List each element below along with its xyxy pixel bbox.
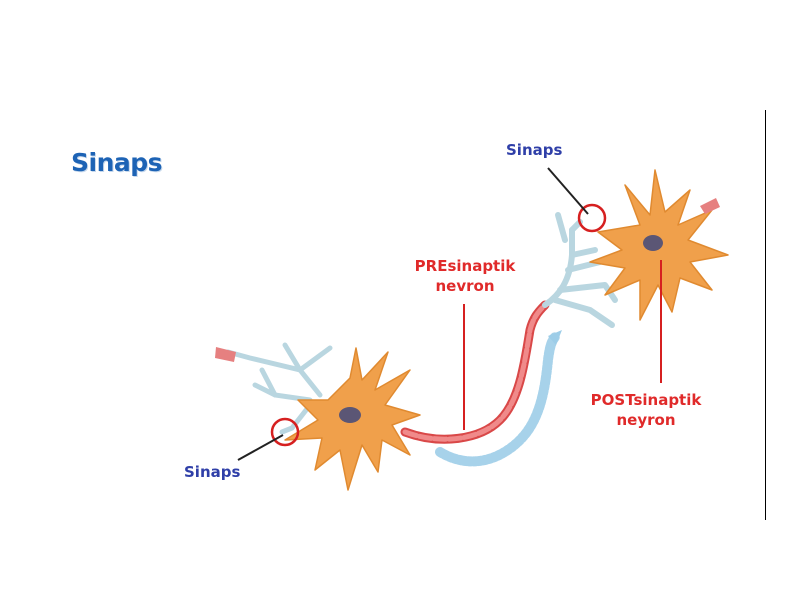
page-title: Sinaps [71, 148, 163, 177]
presynaptic-label: PREsinaptik nevron [404, 256, 526, 296]
right-terminal-branches [542, 212, 618, 328]
right-nucleus [643, 235, 663, 251]
left-terminal-branches [225, 342, 333, 435]
presynaptic-label-line2: nevron [435, 277, 495, 295]
postsynaptic-label-line1: POSTsinaptik [590, 391, 702, 409]
left-bouton [215, 347, 236, 362]
postsynaptic-label-line2: neyron [616, 411, 676, 429]
signal-wave [435, 331, 561, 467]
synapse-label-top: Sinaps [506, 141, 563, 159]
synapse-pointer-bottom [237, 434, 284, 461]
presynaptic-label-line1: PREsinaptik [414, 257, 516, 275]
synapse-marker-left [270, 417, 300, 447]
postsynaptic-label: POSTsinaptik neyron [576, 390, 716, 430]
synapse-marker-right [577, 203, 607, 233]
synapse-label-bottom: Sinaps [184, 463, 241, 481]
left-nucleus [339, 407, 361, 423]
signal-arrow [548, 330, 562, 345]
vertical-divider [765, 110, 766, 520]
axon-segments [402, 302, 548, 442]
right-bouton [700, 198, 720, 214]
synapse-pointer-top [547, 167, 589, 215]
